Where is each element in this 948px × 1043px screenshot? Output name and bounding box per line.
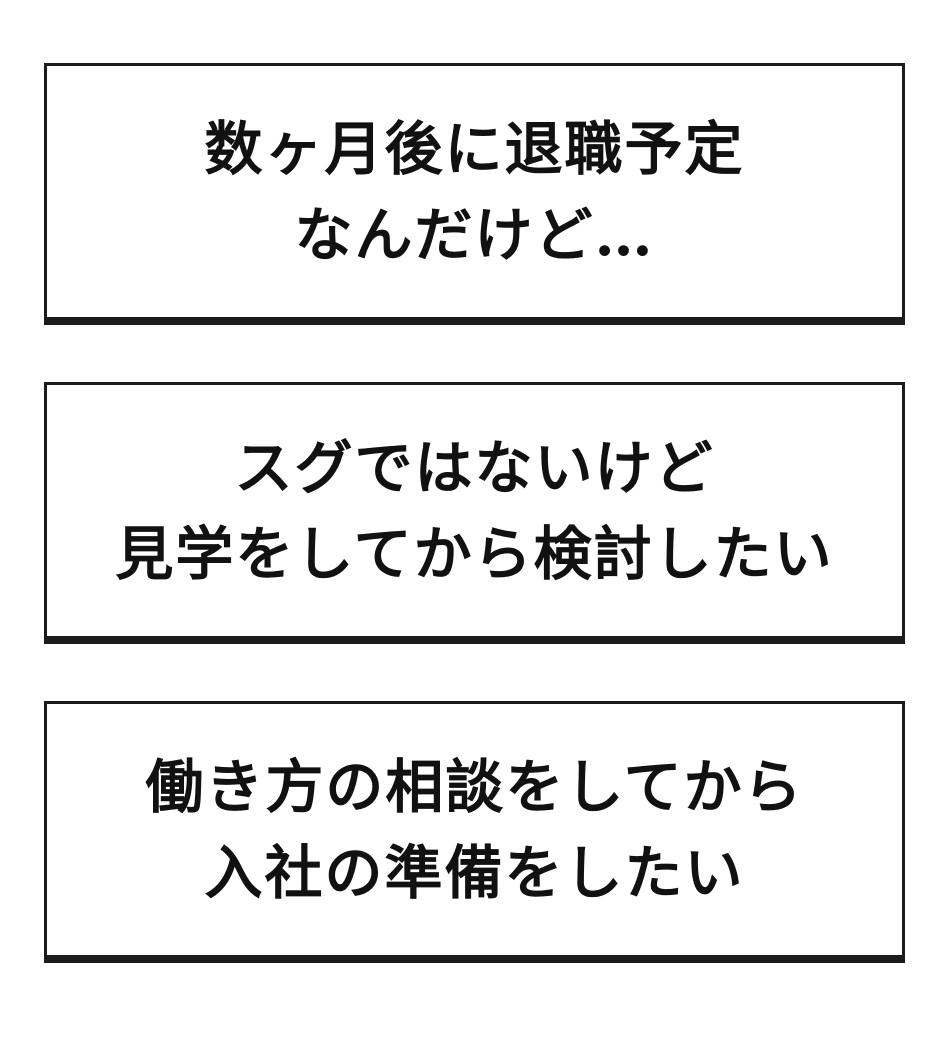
card-text-line: 働き方の相談をしてから	[145, 752, 804, 821]
option-card-resigning-soon[interactable]: 数ヶ月後に退職予定 なんだけど…	[44, 63, 905, 325]
card-text-line: なんだけど…	[294, 200, 655, 269]
option-card-visit-first[interactable]: スグではないけど 見学をしてから検討したい	[44, 382, 905, 644]
card-text-line: 数ヶ月後に退職予定	[204, 114, 745, 183]
card-text-line: 入社の準備をしたい	[204, 838, 745, 907]
option-card-consult-work-style[interactable]: 働き方の相談をしてから 入社の準備をしたい	[44, 701, 905, 963]
card-text-line: 見学をしてから検討したい	[115, 519, 834, 588]
card-text-line: スグではないけど	[234, 433, 715, 502]
